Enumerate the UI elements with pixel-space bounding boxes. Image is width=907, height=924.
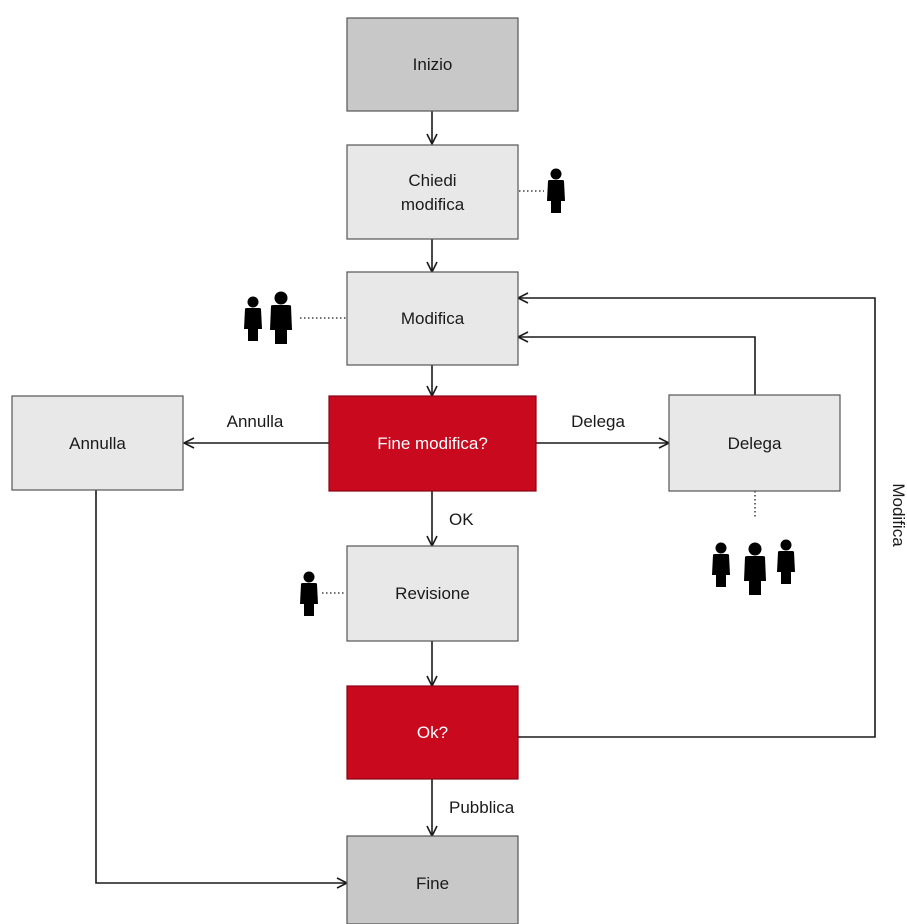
node-annulla: Annulla: [11, 395, 184, 491]
three-people-icon: [712, 539, 795, 595]
node-inizio-label: Inizio: [413, 55, 453, 74]
role-links: [300, 190, 756, 594]
node-delega-box: [668, 394, 841, 492]
edge-label-annulla: Annulla: [227, 412, 284, 431]
node-ok-box: [346, 685, 519, 780]
node-fine-label: Fine: [416, 874, 449, 893]
connectors: [95, 111, 876, 883]
edge-ok-to-modifica: [518, 298, 876, 738]
node-annulla-box: [11, 395, 184, 491]
node-fine-box: [346, 835, 519, 924]
node-revisione-box: [346, 545, 519, 642]
single-person-icon: [547, 168, 565, 213]
edge-label-modifica: Modifica: [889, 483, 907, 547]
node-modifica: Modifica: [346, 271, 519, 366]
node-delega-label: Delega: [728, 434, 782, 453]
node-chiedi-modifica: Chiedi modifica: [346, 144, 519, 240]
node-fine-modifica: Fine modifica?: [328, 395, 537, 492]
node-inizio: Inizio: [346, 17, 519, 112]
two-people-icon: [244, 291, 292, 344]
node-fine-modifica-box: [328, 395, 537, 492]
edge-delega-to-modifica: [518, 337, 756, 395]
edge-annulla-to-fine: [95, 490, 347, 883]
node-delega: Delega: [668, 394, 841, 492]
node-fine: Fine: [346, 835, 519, 924]
node-chiedi-modifica-box: [346, 144, 519, 240]
node-revisione-label: Revisione: [395, 584, 470, 603]
edge-label-ok: OK: [449, 510, 474, 529]
node-inizio-box: [346, 17, 519, 112]
node-annulla-label: Annulla: [69, 434, 126, 453]
node-revisione: Revisione: [346, 545, 519, 642]
node-ok-label: Ok?: [417, 723, 448, 742]
node-modifica-box: [346, 271, 519, 366]
single-person-icon: [300, 571, 318, 616]
node-chiedi-modifica-label-line-1: Chiedi: [408, 171, 456, 190]
node-modifica-label: Modifica: [401, 309, 465, 328]
node-ok: Ok?: [346, 685, 519, 780]
edge-label-pubblica: Pubblica: [449, 798, 515, 817]
node-chiedi-modifica-label-line-2: modifica: [401, 195, 465, 214]
edge-label-delega: Delega: [571, 412, 625, 431]
node-fine-modifica-label: Fine modifica?: [377, 434, 488, 453]
